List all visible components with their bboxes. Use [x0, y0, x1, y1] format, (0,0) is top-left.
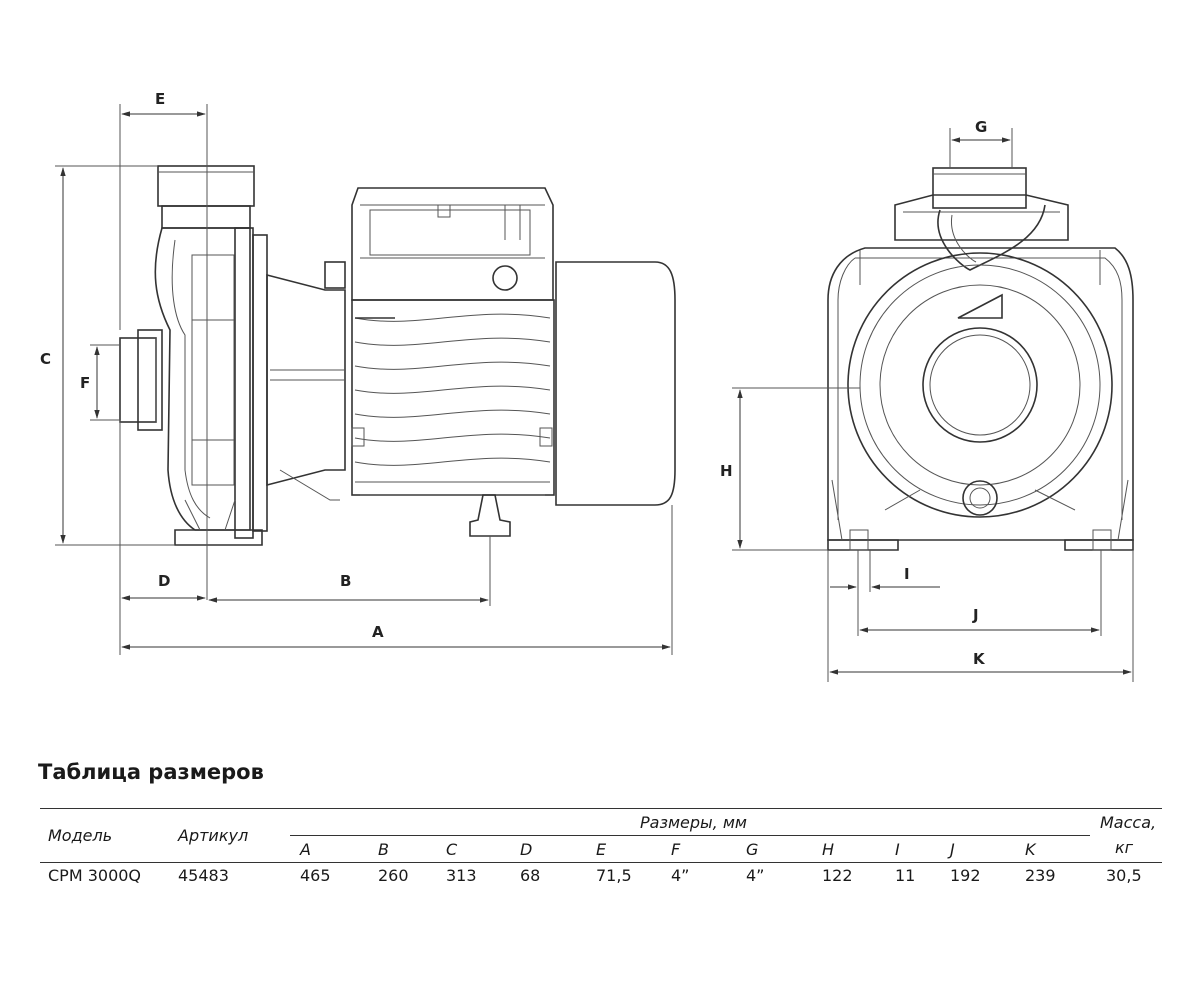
dim-header-a: A — [300, 840, 311, 859]
row-dim-d: 68 — [520, 866, 541, 885]
row-dim-a: 465 — [300, 866, 331, 885]
side-dimensions: E C F D B A — [40, 90, 673, 655]
dim-header-i: I — [895, 840, 900, 859]
dim-header-c: C — [446, 840, 458, 859]
row-dim-c: 313 — [446, 866, 477, 885]
col-mass-unit: кг — [1115, 838, 1134, 857]
table-title: Таблица размеров — [38, 760, 264, 784]
row-article: 45483 — [178, 866, 229, 885]
pump-dimension-drawing: E C F D B A — [40, 90, 1134, 682]
dim-label-j: J — [972, 606, 979, 624]
dim-header-k: K — [1025, 840, 1036, 859]
row-dim-j: 192 — [950, 866, 981, 885]
dim-label-b: B — [340, 572, 351, 590]
col-mass-header: Масса, — [1100, 813, 1157, 832]
dim-header-j: J — [950, 840, 955, 859]
row-dim-e: 71,5 — [596, 866, 632, 885]
dim-header-e: E — [596, 840, 607, 859]
row-mass: 30,5 — [1106, 866, 1142, 885]
dim-header-d: D — [520, 840, 533, 859]
row-dim-f: 4” — [671, 866, 690, 885]
dim-header-g: G — [746, 840, 759, 859]
dim-label-f: F — [80, 374, 90, 392]
col-dimensions-header: Размеры, мм — [640, 813, 747, 832]
dim-label-e: E — [155, 90, 165, 108]
dim-label-c: C — [40, 350, 51, 368]
dim-header-h: H — [822, 840, 835, 859]
row-dim-i: 11 — [895, 866, 916, 885]
row-dim-h: 122 — [822, 866, 853, 885]
pump-side-view — [119, 165, 676, 546]
pump-front-view — [827, 167, 1134, 551]
dim-label-g: G — [975, 118, 987, 136]
row-model: CPM 3000Q — [48, 866, 142, 885]
dim-label-i: I — [904, 565, 910, 583]
table-header-rule — [40, 862, 1162, 863]
row-dim-b: 260 — [378, 866, 409, 885]
dim-header-b: B — [378, 840, 389, 859]
table-dim-rule — [290, 835, 1090, 836]
col-article-header: Артикул — [178, 826, 249, 845]
col-model-header: Модель — [48, 826, 113, 845]
row-dim-k: 239 — [1025, 866, 1056, 885]
front-dimensions: G H I J K — [720, 118, 1134, 682]
dim-header-f: F — [671, 840, 681, 859]
dim-label-a: A — [372, 623, 384, 641]
dim-label-h: H — [720, 462, 733, 480]
dim-label-k: K — [973, 650, 986, 668]
row-dim-g: 4” — [746, 866, 765, 885]
table-top-rule — [40, 808, 1162, 809]
dim-label-d: D — [158, 572, 170, 590]
